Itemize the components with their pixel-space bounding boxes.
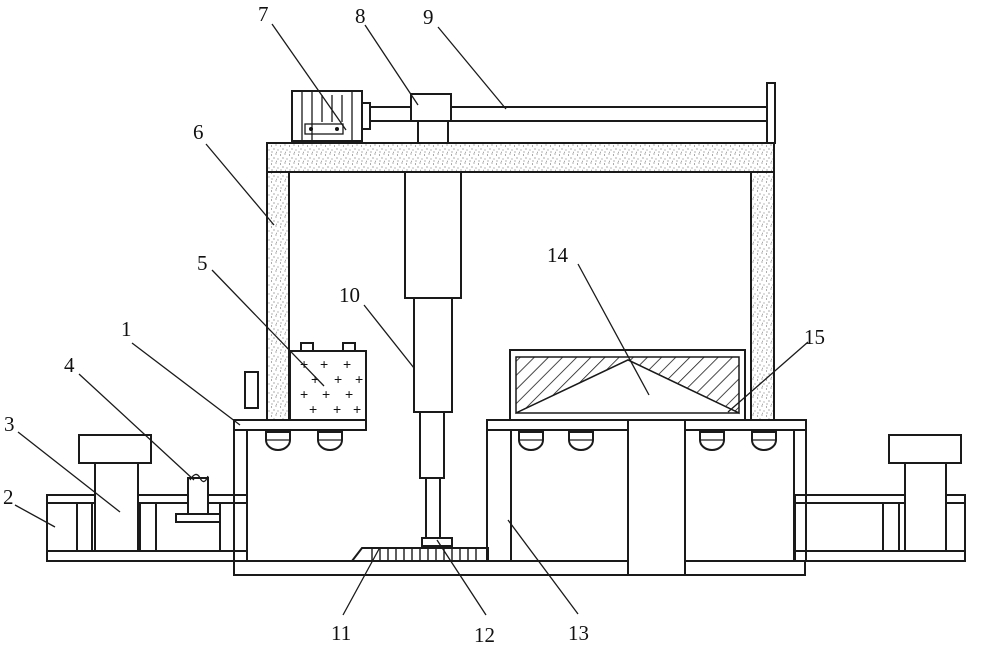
label-14: 14: [547, 243, 569, 267]
svg-text:+: +: [345, 386, 353, 402]
label-8: 8: [355, 4, 366, 28]
label-1: 1: [121, 317, 132, 341]
svg-text:+: +: [300, 386, 308, 402]
label-12: 12: [474, 623, 495, 647]
label-11: 11: [331, 621, 351, 645]
right-pedestal: [888, 434, 962, 552]
base-plate: [233, 560, 806, 576]
leader-lines: [14, 23, 809, 616]
label-4: 4: [64, 353, 75, 377]
svg-text:+: +: [353, 401, 361, 417]
additive-box: +++ +++ +++ +++: [244, 342, 367, 421]
left-housing: [233, 419, 367, 561]
telescopic-column: [404, 171, 462, 547]
label-7: 7: [258, 2, 269, 26]
label-2: 2: [3, 485, 14, 509]
svg-text:+: +: [334, 371, 342, 387]
label-5: 5: [197, 251, 208, 275]
svg-text:+: +: [309, 401, 317, 417]
motor: [291, 90, 371, 142]
left-bracket: [175, 473, 221, 523]
stirrer-gear: [349, 547, 489, 562]
label-6: 6: [193, 120, 204, 144]
label-10: 10: [339, 283, 360, 307]
svg-text:+: +: [320, 356, 328, 372]
lead-screw: [369, 82, 776, 144]
svg-text:+: +: [311, 371, 319, 387]
svg-text:+: +: [355, 371, 363, 387]
left-rail-track: [46, 494, 248, 562]
right-housing: [486, 419, 807, 576]
svg-text:+: +: [322, 386, 330, 402]
label-9: 9: [423, 5, 434, 29]
svg-text:+: +: [333, 401, 341, 417]
left-pedestal: [78, 434, 152, 552]
slider-block: [410, 93, 452, 144]
speckled-frame: [266, 142, 775, 421]
label-15: 15: [804, 325, 825, 349]
label-13: 13: [568, 621, 589, 645]
hatched-hopper: [509, 349, 746, 421]
svg-text:+: +: [300, 356, 308, 372]
part-labels: 1 2 3 4 5 6 7 8 9 10 11 12 13 14 15: [3, 2, 825, 647]
svg-text:+: +: [343, 356, 351, 372]
label-3: 3: [4, 412, 15, 436]
